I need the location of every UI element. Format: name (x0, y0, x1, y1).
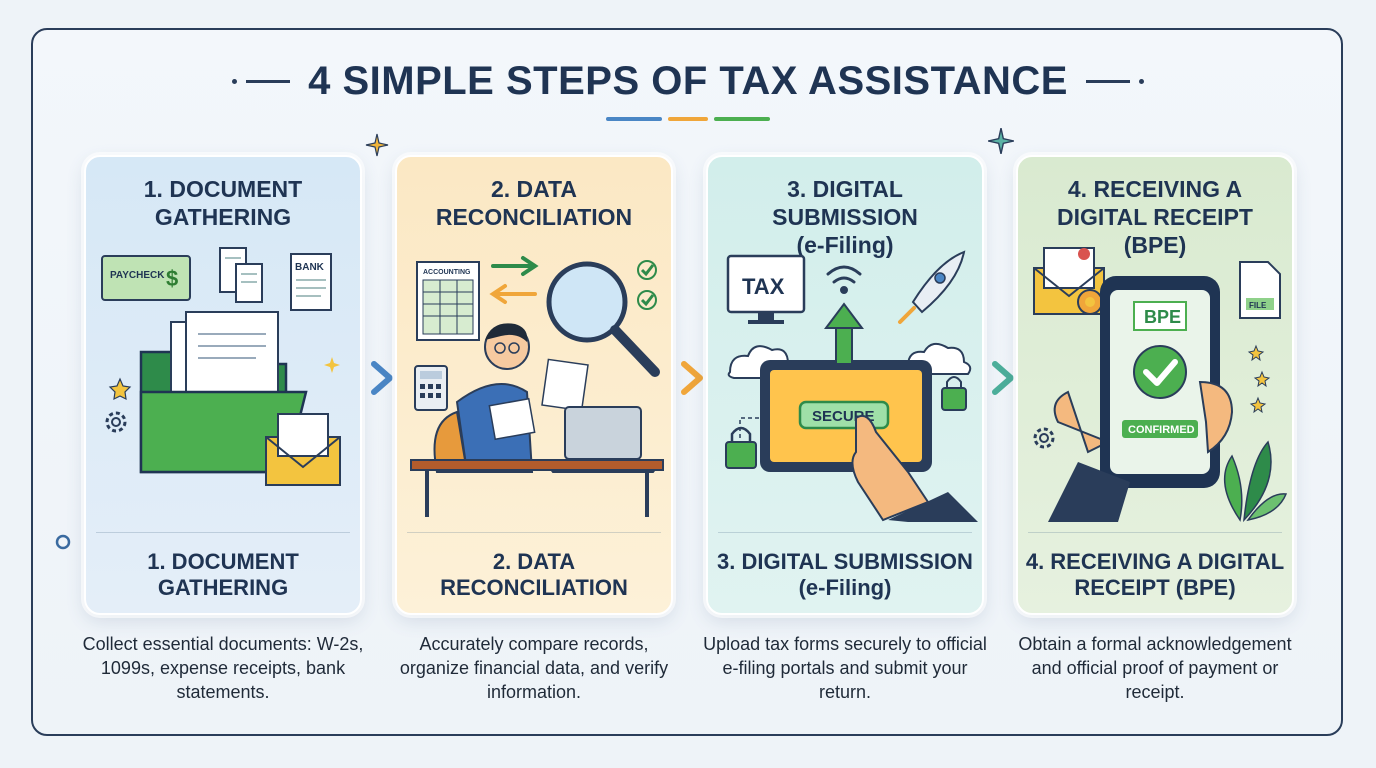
step-2-footer: 2. DATA RECONCILIATION (440, 549, 628, 600)
chevron-right-icon (681, 361, 703, 395)
step-1-illustration: PAYCHECK $ BANK (101, 247, 341, 486)
step-4-illustration: FILE BPE CONFIRMED (1033, 247, 1288, 522)
person-at-desk-icon (433, 323, 589, 473)
paycheck-icon: PAYCHECK $ (101, 255, 191, 301)
sparkle-icon (988, 128, 1014, 154)
bank-statement-icon: BANK (290, 253, 332, 311)
checkmark-icon (1133, 345, 1187, 399)
star-icon (1247, 344, 1271, 414)
step-1-separator (96, 532, 350, 533)
ledger-label: ACCOUNTING (423, 269, 471, 276)
circle-decoration (55, 534, 71, 550)
title-underline-blue (606, 117, 662, 121)
wifi-icon (826, 265, 862, 294)
step-card-4: 4. RECEIVING A DIGITAL RECEIPT (BPE) FIL… (1016, 155, 1294, 615)
step-1-description: Collect essential documents: W-2s, 1099s… (82, 634, 364, 702)
sparkle-icon (365, 133, 389, 157)
phone-header-label: BPE (1144, 307, 1181, 327)
desk-icon (410, 459, 664, 517)
monitor-icon: TAX (726, 254, 806, 324)
ledger-icon: ACCOUNTING (416, 261, 480, 341)
title-dash-right (1085, 78, 1144, 84)
step-1-footer: 1. DOCUMENT GATHERING (147, 549, 299, 600)
page-title: 4 SIMPLE STEPS OF TAX ASSISTANCE (308, 58, 1068, 103)
step-2-description: Accurately compare records, organize fin… (399, 634, 669, 702)
svg-text:$: $ (166, 266, 178, 291)
checkmark-icon (637, 260, 657, 310)
envelope-seal-icon (1033, 247, 1105, 315)
receipt-icon (219, 247, 263, 303)
magnifier-icon (546, 261, 660, 377)
title-underline-orange (668, 117, 708, 121)
swap-arrows-icon (489, 256, 539, 304)
step-4-separator (1028, 532, 1282, 533)
title-underline-green (714, 117, 770, 121)
title-dash-left (232, 78, 291, 84)
step-1-heading: 1. DOCUMENT GATHERING (143, 176, 303, 230)
chevron-right-icon (371, 361, 393, 395)
step-2-heading: 2. DATA RECONCILIATION (435, 176, 633, 230)
pointing-hand-icon (851, 414, 978, 522)
file-label: FILE (1249, 301, 1267, 310)
step-card-1: 1. DOCUMENT GATHERING PAYCHECK $ BANK (84, 155, 362, 615)
envelope-icon (265, 413, 341, 486)
step-2-separator (407, 532, 661, 533)
rocket-icon (898, 250, 966, 324)
padlock-icon (725, 376, 967, 469)
paycheck-label: PAYCHECK (110, 270, 165, 281)
step-4-heading: 4. RECEIVING A DIGITAL RECEIPT (BPE) (1057, 176, 1253, 258)
step-4-description: Obtain a formal acknowledgement and offi… (1018, 634, 1292, 702)
star-icon (108, 377, 132, 401)
step-3-footer: 3. DIGITAL SUBMISSION (e-Filing) (717, 549, 973, 600)
step-3-illustration: TAX SECURE (725, 250, 978, 522)
step-card-3: 3. DIGITAL SUBMISSION (e-Filing) TAX SEC… (706, 155, 984, 615)
gear-icon (1033, 427, 1055, 449)
monitor-label: TAX (742, 274, 785, 299)
step-3-description: Upload tax forms securely to official e-… (703, 634, 987, 702)
plant-icon (1223, 440, 1288, 522)
step-3-heading: 3. DIGITAL SUBMISSION (e-Filing) (772, 176, 918, 258)
phone-icon: BPE CONFIRMED (1048, 276, 1234, 522)
title-row: 4 SIMPLE STEPS OF TAX ASSISTANCE (0, 56, 1376, 106)
step-2-illustration: ACCOUNTING (410, 256, 664, 517)
step-3-separator (718, 532, 972, 533)
phone-status-label: CONFIRMED (1128, 424, 1195, 436)
gear-icon (105, 411, 127, 433)
calculator-icon (414, 365, 448, 411)
tablet-icon: SECURE (760, 360, 932, 472)
chevron-right-icon (992, 361, 1014, 395)
step-card-2: 2. DATA RECONCILIATION ACCOUNTING (395, 155, 673, 615)
file-icon: FILE (1239, 261, 1281, 319)
step-4-footer: 4. RECEIVING A DIGITAL RECEIPT (BPE) (1025, 549, 1285, 600)
folder-icon (139, 311, 308, 474)
upload-arrow-icon (824, 302, 864, 365)
bank-label: BANK (295, 262, 325, 273)
